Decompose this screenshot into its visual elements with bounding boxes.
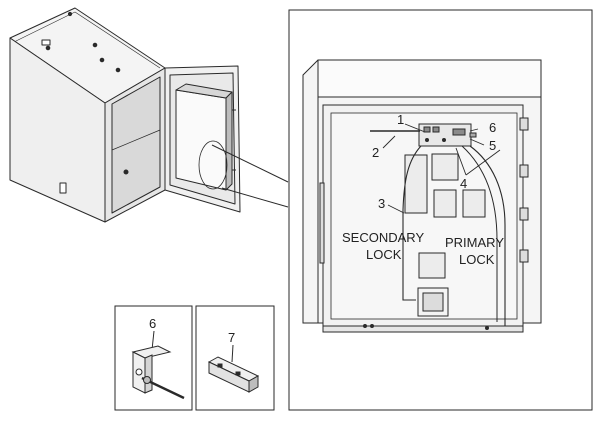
- lock-cable-right: [469, 145, 506, 326]
- detail-panel-left: [114, 305, 193, 411]
- cabinet-iso-view: [9, 7, 241, 223]
- callout-5: 5: [489, 138, 496, 153]
- lower-lock-module: [418, 252, 446, 279]
- door-detail-view: [302, 59, 542, 333]
- detail-right-number: 7: [228, 330, 235, 345]
- detail-leader: [198, 140, 289, 208]
- secondary-lock-caption-line1: SECONDARY: [342, 230, 424, 245]
- primary-lock-module: [462, 189, 486, 218]
- lock-module-top: [431, 153, 459, 181]
- callout-2: 2: [372, 145, 379, 160]
- callout-6: 6: [489, 120, 496, 135]
- secondary-lock-caption-line2: LOCK: [366, 247, 402, 262]
- lock-cable-left: [402, 145, 422, 301]
- cabinet-interior: [111, 76, 161, 214]
- detail-panel-right: [195, 305, 275, 411]
- callout-4: 4: [460, 176, 467, 191]
- secondary-lock-module: [433, 189, 457, 218]
- door-lock-box: [175, 89, 227, 191]
- block-part-drawing: [207, 344, 260, 393]
- callout-3: 3: [378, 196, 385, 211]
- primary-lock-caption-line1: PRIMARY: [445, 235, 504, 250]
- lock-module-tall: [404, 154, 428, 214]
- bracket-part-drawing: [131, 330, 185, 400]
- callout-leaders: [382, 123, 501, 214]
- callout-1: 1: [397, 112, 404, 127]
- detail-left-number: 6: [149, 316, 156, 331]
- primary-lock-caption-line2: LOCK: [459, 252, 495, 267]
